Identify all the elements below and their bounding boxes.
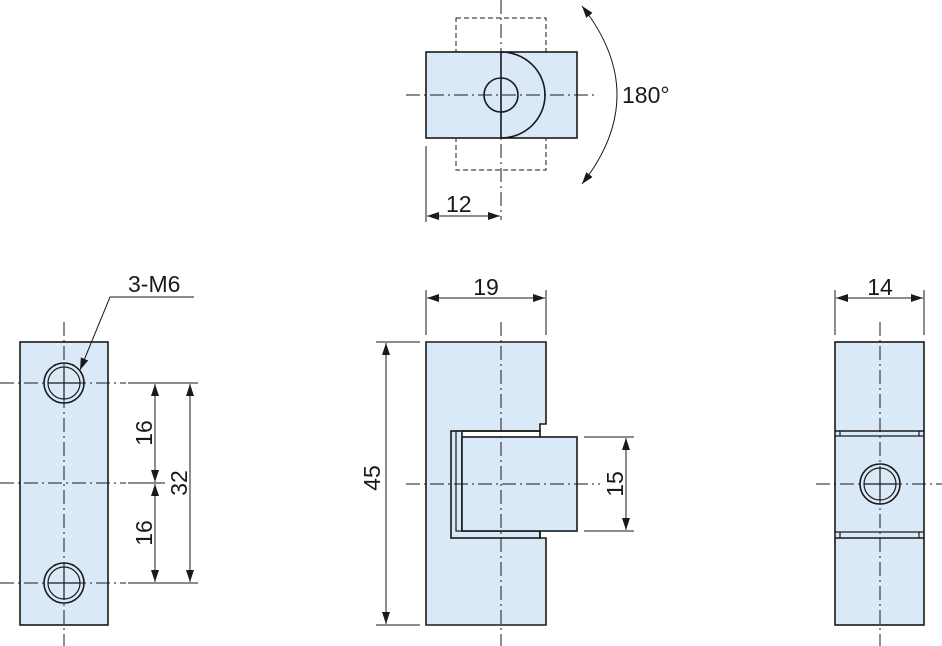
overall-pitch-label: 32 <box>166 470 192 496</box>
left-view: 3-M6 16 16 32 <box>0 271 198 646</box>
height-label: 45 <box>359 465 385 491</box>
rotation-arrow <box>581 5 618 185</box>
tongue-label: 15 <box>602 471 628 497</box>
pitch-upper-label: 16 <box>131 420 157 446</box>
front-view: 19 45 15 <box>359 274 634 646</box>
lower-threaded-hole <box>43 562 85 604</box>
rotation-label: 180° <box>622 82 670 108</box>
side-width-label: 14 <box>867 274 893 300</box>
side-view-threaded-hole <box>859 463 901 505</box>
upper-threaded-hole <box>43 362 85 404</box>
pitch-lower-label: 16 <box>131 520 157 546</box>
offset-label: 12 <box>446 191 472 217</box>
thread-callout-leader <box>79 296 194 371</box>
side-view: 14 <box>816 274 942 646</box>
thread-callout-label: 3-M6 <box>128 271 180 297</box>
width-label: 19 <box>473 274 499 300</box>
top-view: 180° 12 <box>406 0 670 222</box>
